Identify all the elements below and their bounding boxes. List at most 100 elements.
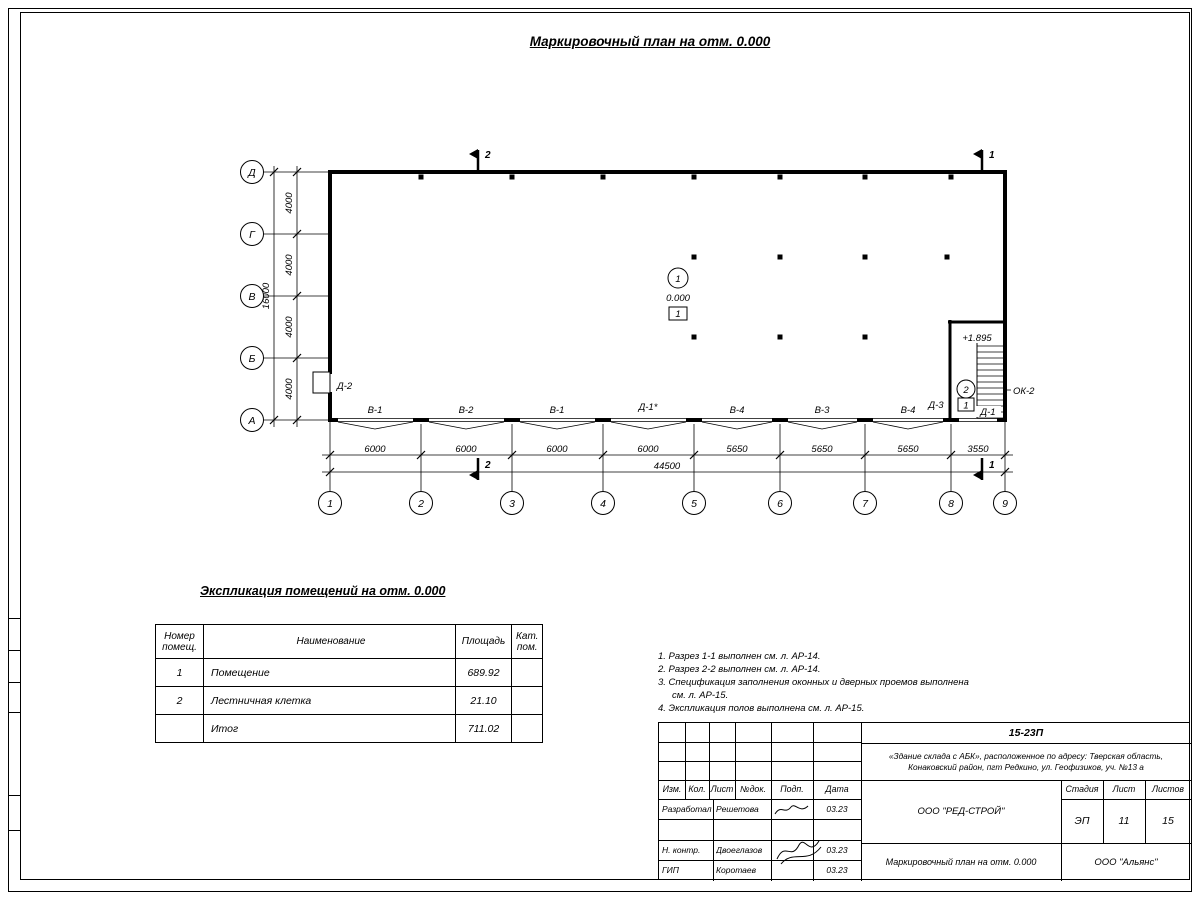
dim-left-total: 16000 (261, 282, 272, 309)
stair-elevation: +1.895 (962, 333, 992, 344)
stamp-line (1145, 780, 1146, 843)
header-room-name: Наименование (203, 624, 456, 659)
door-d2: Д-2 (312, 371, 353, 394)
note-item: 1. Разрез 1-1 выполнен см. л. АР-14. (658, 651, 821, 662)
doc-number: 15-23П (1008, 727, 1044, 739)
cell-room-name: Итог (203, 714, 456, 743)
axis-letter: А (247, 415, 255, 427)
dim-bottom-7: 5650 (897, 444, 919, 455)
cell-room-area: 711.02 (455, 714, 512, 743)
stair-room-number: 2 (962, 385, 969, 396)
margin-divider (8, 795, 20, 796)
note-item: 2. Разрез 2-2 выполнен см. л. АР-14. (658, 664, 821, 675)
col-list: Лист (710, 784, 734, 794)
dim-bottom-1: 6000 (364, 444, 386, 455)
header-room-area: Площадь (455, 624, 512, 659)
dim-left-3: 4000 (284, 316, 295, 338)
axis-letter: Б (249, 353, 256, 365)
dim-bottom-total: 44500 (654, 461, 681, 472)
margin-divider (8, 712, 20, 713)
window-openings (338, 417, 997, 423)
table-row: 1 Помещение 689.92 (155, 658, 544, 687)
table-row: Итог 711.02 (155, 714, 544, 743)
section-marks: 2 1 2 1 (469, 149, 995, 480)
room-number: 1 (675, 274, 680, 285)
stage-value: ЭП (1074, 815, 1090, 827)
outer-frame (8, 8, 1192, 892)
sign-name: Решетова (716, 804, 759, 814)
opening-label: В-1 (550, 405, 565, 416)
axis-number: 2 (417, 498, 424, 510)
stair-block: +1.895 2 1 ОК-2 (948, 320, 1035, 420)
room-marker: 1 0.000 1 (666, 267, 691, 321)
window-ok2-label: ОК-2 (1013, 386, 1035, 397)
axis-number: 3 (509, 498, 515, 510)
door-d2-label: Д-2 (336, 381, 353, 392)
dim-left-1: 4000 (284, 192, 295, 214)
margin-divider (8, 682, 20, 683)
col-podp: Подп. (780, 784, 804, 794)
cell-room-number (155, 714, 204, 743)
col-izm: Изм. (662, 784, 682, 794)
room-elevation: 0.000 (666, 293, 690, 304)
header-room-cat: Кат. пом. (510, 624, 544, 659)
room-floor-type: 1 (675, 309, 680, 320)
stamp-line (861, 743, 1191, 744)
door-d1-label: Д-1 (979, 407, 995, 418)
stamp-line (659, 799, 861, 800)
axis-bubbles-letters: Д Г В Б А (240, 160, 264, 432)
title-block: Изм. Кол. Лист №док. Подп. Дата Разработ… (658, 722, 1191, 881)
axis-bubbles-numbers: 1 2 3 4 5 6 7 8 9 (318, 491, 1017, 515)
table-row: 2 Лестничная клетка 21.10 (155, 686, 544, 715)
table-header-row: Номер помещ. Наименование Площадь Кат. п… (155, 624, 544, 659)
cell-room-number: 2 (155, 686, 204, 715)
axis-number: 5 (691, 498, 697, 510)
cell-room-name: Лестничная клетка (203, 686, 456, 715)
dim-left-4: 4000 (284, 378, 295, 400)
stamp-line (659, 780, 861, 781)
opening-label: В-4 (730, 405, 745, 416)
stamp-line (659, 860, 861, 861)
explication-table: Номер помещ. Наименование Площадь Кат. п… (155, 624, 544, 743)
dim-bottom-8: 3550 (967, 444, 989, 455)
sign-date: 03.23 (826, 804, 848, 814)
drawing-title: Маркировочный план на отм. 0.000 (885, 857, 1037, 867)
opening-label: В-3 (815, 405, 831, 416)
stamp-line (1103, 780, 1104, 843)
stamp-line (659, 742, 861, 743)
sheet-value: 11 (1118, 815, 1130, 827)
section-mark-label: 1 (989, 150, 995, 161)
sign-date: 03.23 (826, 845, 848, 855)
sign-role: Разработал (662, 804, 712, 814)
stage-label: Стадия (1065, 784, 1099, 794)
dim-bottom-3: 6000 (546, 444, 568, 455)
dimension-labels: 4000 4000 4000 4000 16000 6000 6000 6000… (261, 192, 989, 472)
stamp-line (861, 843, 1191, 844)
axis-number: 1 (327, 498, 333, 510)
axis-letter: В (248, 291, 255, 303)
col-ndoc: №док. (740, 784, 766, 794)
section-mark-label: 1 (989, 460, 995, 471)
dimension-lines (273, 166, 1013, 473)
opening-label: В-2 (459, 405, 475, 416)
door-d3-label: Д-3 (927, 400, 944, 411)
sign-name: Коротаев (716, 865, 757, 875)
notes-list: 1. Разрез 1-1 выполнен см. л. АР-14. 2. … (658, 650, 970, 715)
dim-bottom-4: 6000 (637, 444, 659, 455)
signature-mark (776, 840, 822, 865)
sign-date: 03.23 (826, 865, 848, 875)
section-mark-label: 2 (484, 460, 491, 471)
cell-room-cat (510, 714, 544, 743)
contractor-name: ООО "Альянс" (1094, 856, 1158, 868)
header-room-number: Номер помещ. (155, 624, 204, 659)
axis-number: 9 (1002, 498, 1008, 510)
section-mark-label: 2 (484, 150, 491, 161)
axis-number: 6 (777, 498, 783, 510)
axis-letter: Д (247, 167, 256, 179)
cell-room-area: 689.92 (455, 658, 512, 687)
col-data: Дата (825, 784, 849, 794)
cell-room-cat (510, 686, 544, 715)
inner-frame (20, 12, 1190, 880)
stamp-line (659, 819, 861, 820)
dimension-ticks (269, 167, 1010, 477)
